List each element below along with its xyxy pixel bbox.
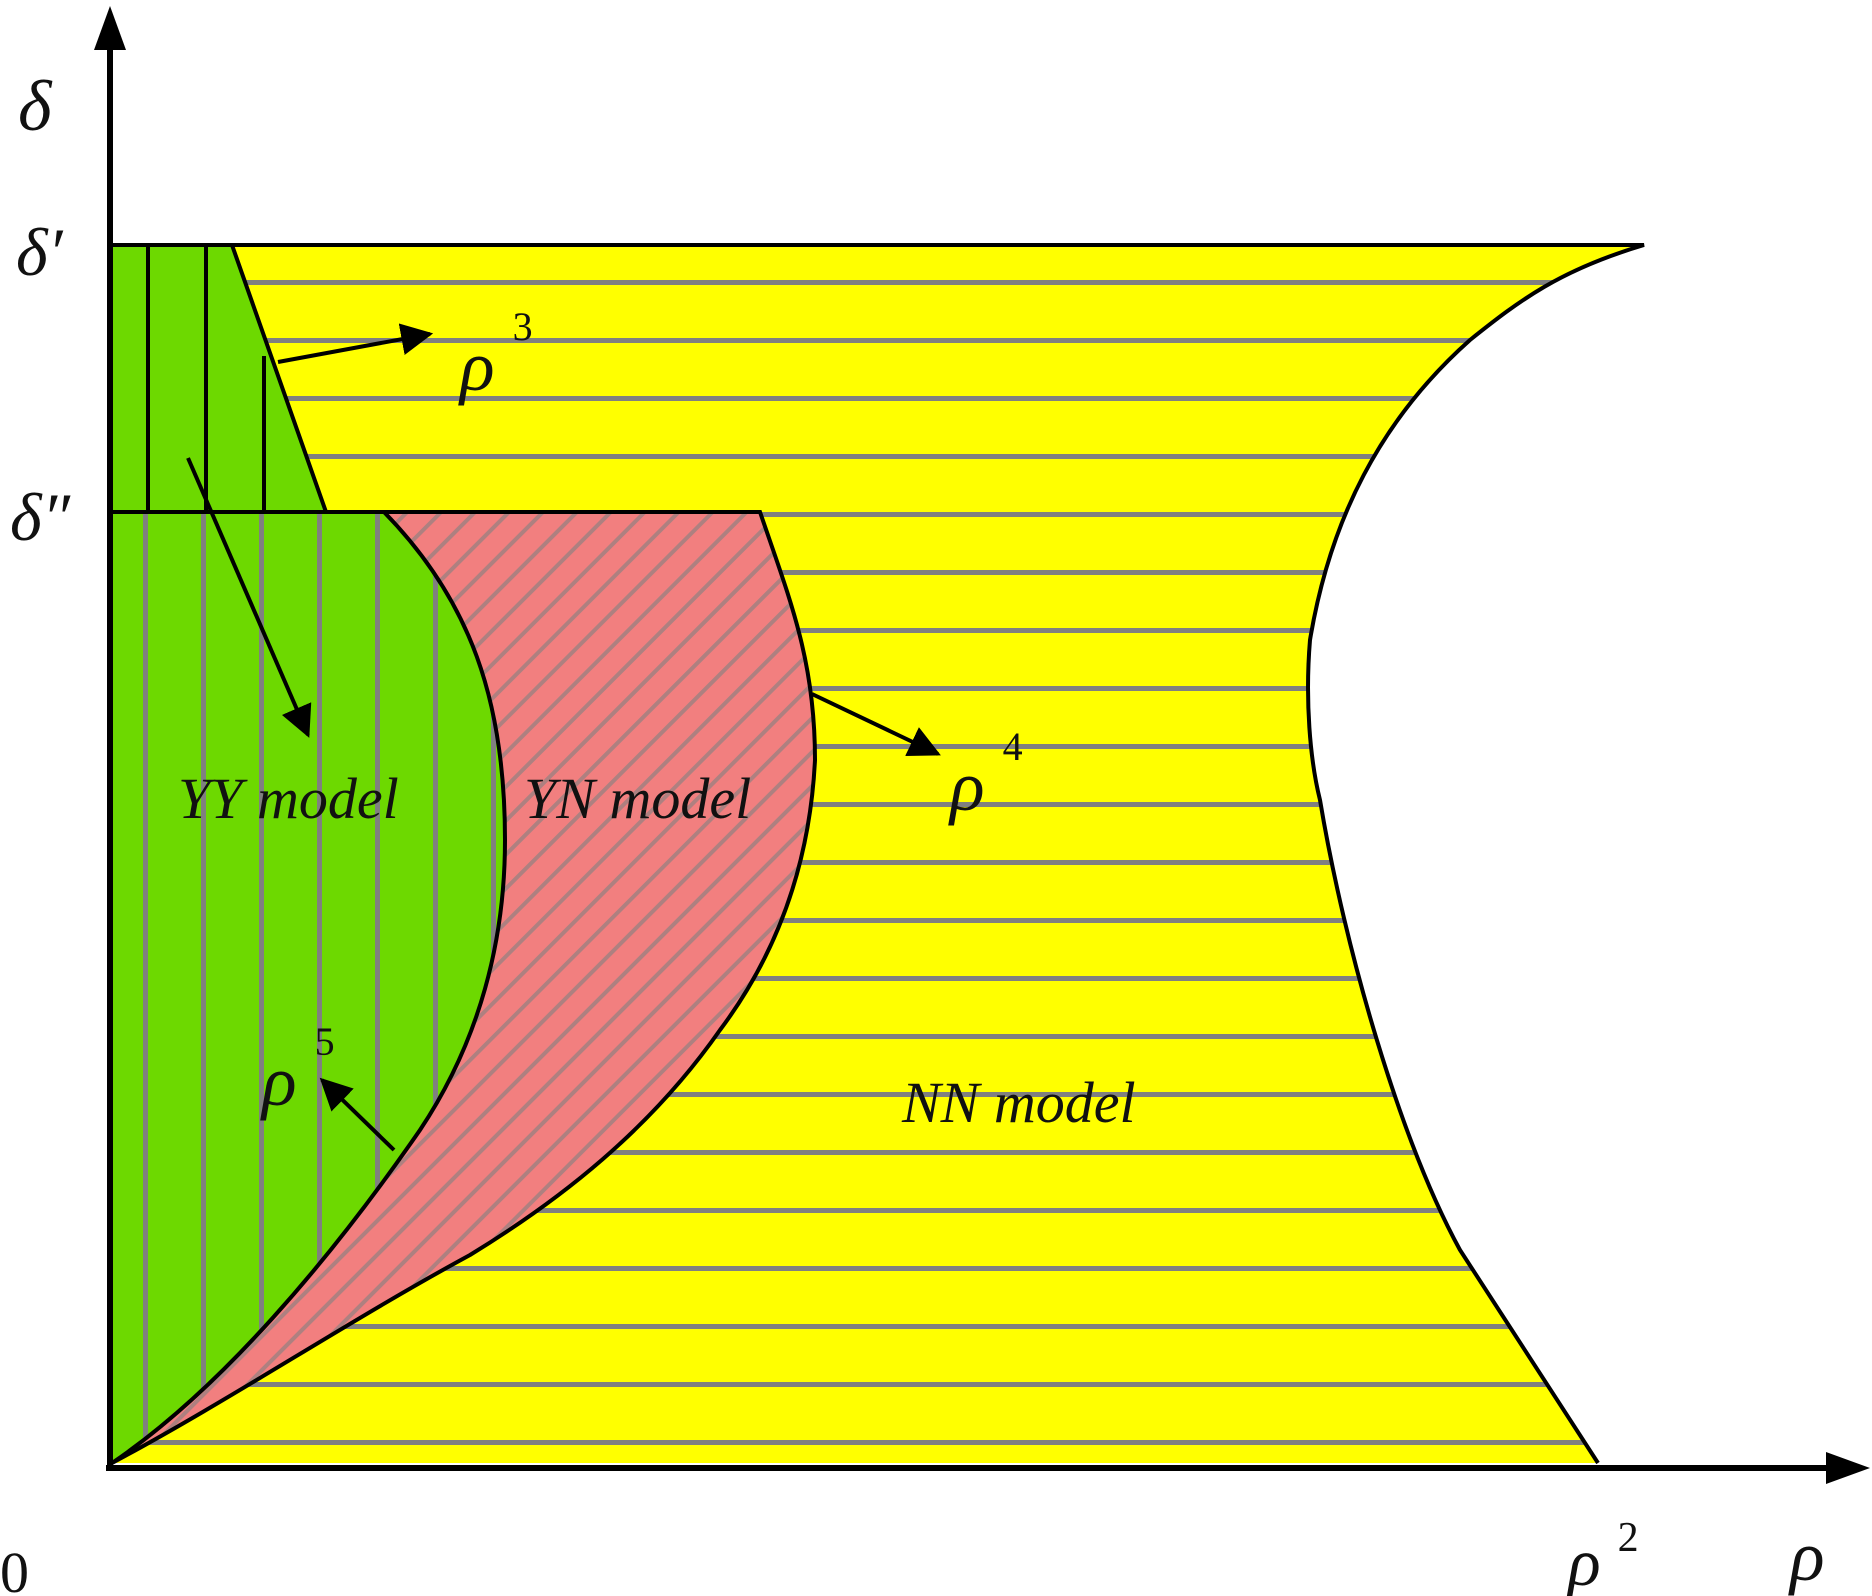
x-tick-rho2-sup: 2 [1618,1515,1639,1561]
rho3-label: ρ 3 [458,304,533,406]
rho4-arrow [811,692,941,757]
rho4-annotation: ρ 4 [811,692,1023,826]
rho4-label: ρ 4 [948,724,1023,826]
x-tick-rho2: ρ 2 [1566,1515,1639,1596]
yy-model-label: YY model [178,766,399,831]
rho3-annotation: ρ 3 [277,304,533,406]
x-tick-rho2-base: ρ [1566,1524,1601,1596]
y-axis-arrowhead [94,6,126,50]
nn-region-outline [112,243,1645,1465]
y-tick-delta-double-prime: δ″ [10,479,71,555]
x-axis-arrowhead [1826,1452,1870,1484]
yy-region-outline [110,244,508,1465]
x-axis-label: ρ [1788,1516,1825,1596]
yy-region-stripes [112,512,505,1463]
rho5-arrow [319,1077,396,1152]
yn-model-label: YN model [524,766,751,831]
yy-boundary-arrow [186,457,312,738]
yy-region [110,244,508,1465]
yn-region-outline [111,510,818,1465]
origin-label: 0 [0,1540,29,1596]
y-axis-label: δ [18,66,53,146]
rho-middle-arrow [186,457,312,738]
axes [94,6,1870,1484]
yn-region-stripes [112,512,815,1463]
rho5-label: ρ 5 [260,1019,335,1121]
yy-upper-dividers [146,245,266,512]
rho5-annotation: ρ 5 [260,1019,396,1152]
nn-model-label: NN model [901,1070,1136,1135]
rho3-arrow [277,323,434,364]
yn-region [111,510,818,1465]
y-tick-delta-prime: δ′ [16,214,64,290]
